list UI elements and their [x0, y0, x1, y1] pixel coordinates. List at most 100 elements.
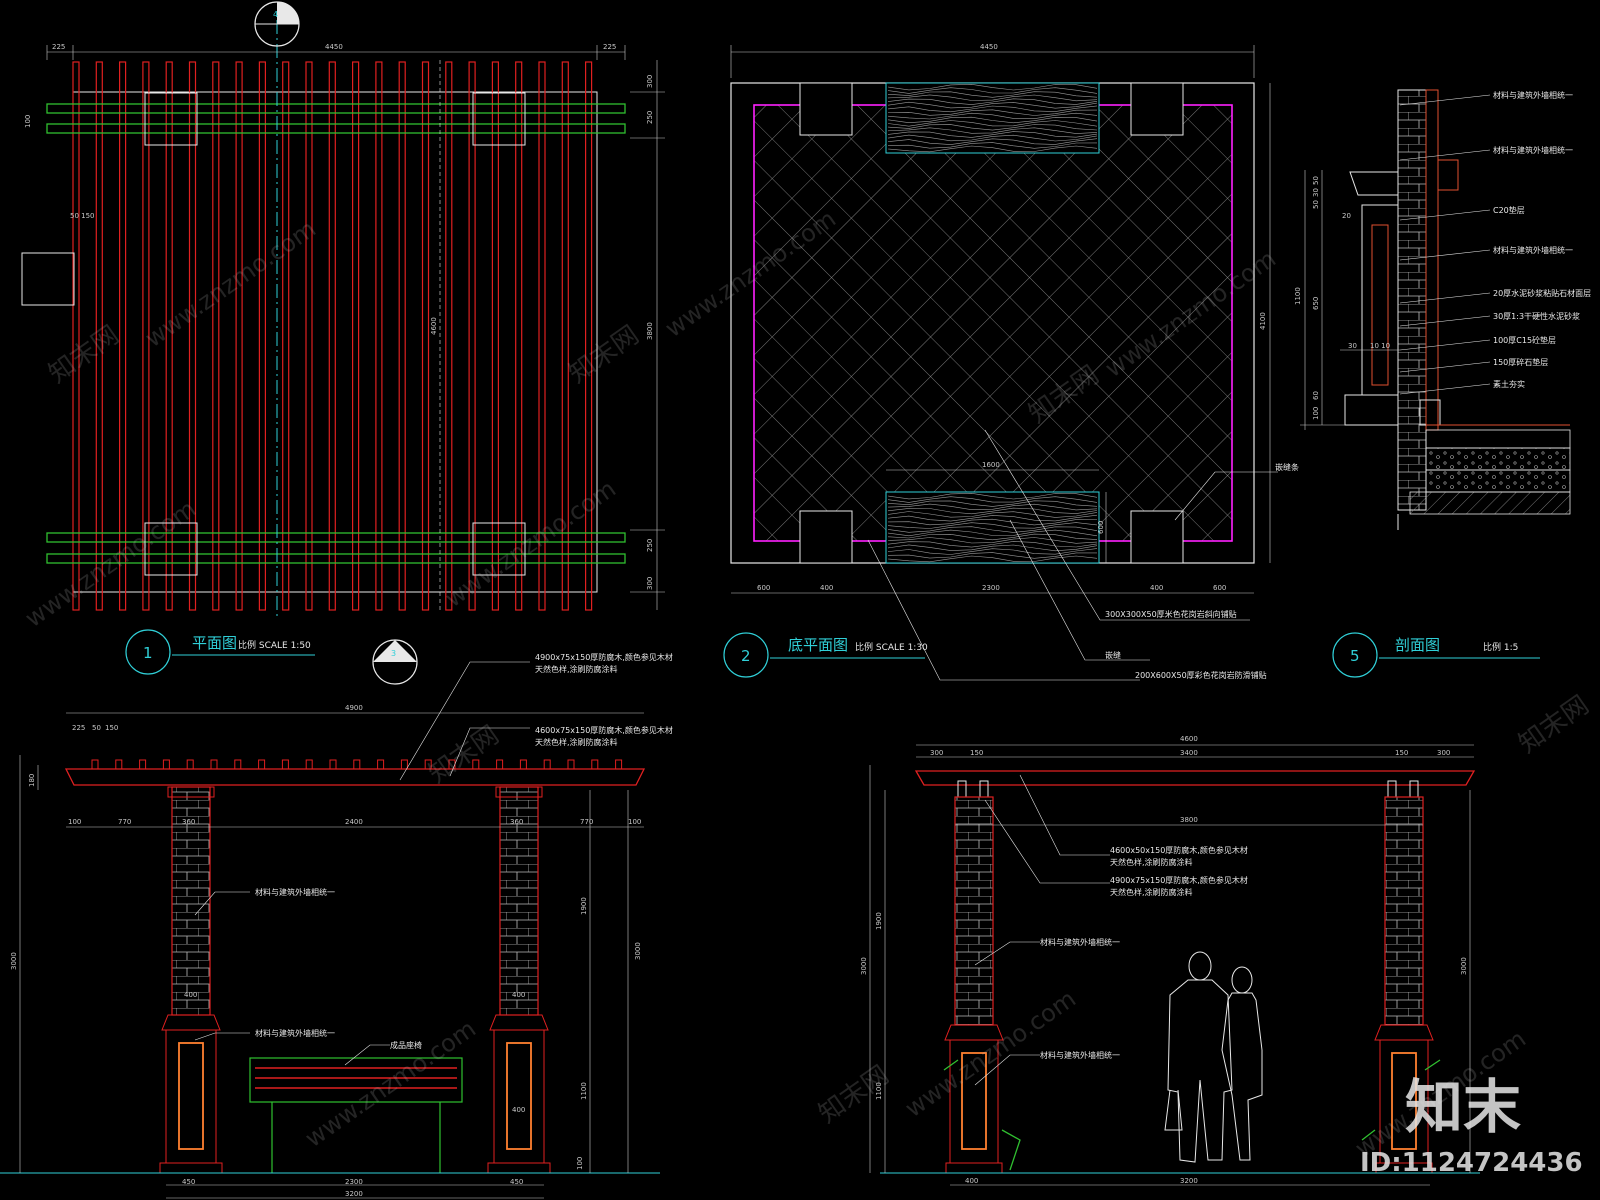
front-slat-end — [353, 759, 361, 770]
front-note-col: 材料与建筑外墙相统一 — [255, 887, 335, 897]
wood-grain-line — [887, 518, 1098, 526]
section-leader — [1399, 249, 1491, 261]
front-slat-end — [91, 759, 99, 770]
wood-grain-line — [887, 98, 1098, 105]
plan-slat — [584, 61, 593, 611]
section-leader — [1399, 94, 1491, 106]
section-note: 100厚C15砼垫层 — [1493, 335, 1556, 345]
front-slat-end — [281, 759, 289, 770]
front-dim-right-off: 100 — [628, 818, 641, 826]
wood-grain-line — [887, 544, 1098, 552]
front-slat-end — [400, 759, 408, 770]
side-dim-upper-h: 1900 — [875, 912, 883, 930]
section-leader — [1399, 339, 1491, 351]
wood-grain-line — [887, 124, 1098, 131]
side-dim-lower-h: 1100 — [875, 1082, 883, 1100]
front-slat-end — [615, 759, 623, 770]
front-note-top2: 4600x75x150厚防腐木,颜色参见木材 — [535, 725, 673, 735]
section-note: 30厚1:3干硬性水泥砂浆 — [1493, 311, 1580, 321]
wood-grain-line — [887, 514, 1098, 522]
section-note: 材料与建筑外墙相统一 — [1493, 90, 1573, 100]
plan-view-scale: 比例 SCALE 1:50 — [238, 639, 311, 651]
plan-view-number: 1 — [143, 644, 153, 662]
section-dim-w2: 10 10 — [1370, 342, 1390, 350]
plan-slat — [142, 61, 150, 611]
wood-grain-line — [887, 522, 1098, 529]
front-dim-span: 2400 — [345, 818, 363, 826]
front-dim-bottom: 3200 — [345, 1190, 363, 1198]
plan-slat — [212, 61, 220, 611]
side-note-1b: 天然色样,涂刷防腐涂料 — [1110, 857, 1193, 867]
front-slat-end — [424, 759, 432, 770]
plan-slat — [188, 61, 197, 611]
plan-dim-r4: 300 — [646, 577, 654, 590]
front-dim-col-base-right2: 400 — [512, 1106, 525, 1114]
ceiling-note-4: 嵌缝条 — [1275, 462, 1299, 472]
front-dim-lower-h: 1100 — [580, 1082, 588, 1100]
wood-grain — [887, 83, 1098, 563]
front-slat-end — [567, 759, 575, 770]
bench — [249, 1057, 463, 1173]
ceiling-note-2: 嵌缝 — [1105, 650, 1121, 660]
front-dim-225: 225 — [72, 724, 85, 732]
front-dim-mid-w: 2300 — [345, 1178, 363, 1186]
wood-grain-line — [887, 496, 1098, 503]
section-leader — [1399, 292, 1491, 304]
front-dim-total-h: 3000 — [10, 952, 18, 970]
plan-dim-r1: 300 — [646, 75, 654, 88]
ceiling-dim-top: 4450 — [980, 43, 998, 51]
front-slat-end — [258, 759, 266, 770]
section-dim-h4: 100 — [1312, 407, 1320, 420]
plan-dim-side: 100 — [24, 115, 32, 128]
svg-text:3: 3 — [391, 649, 396, 658]
wood-grain-line — [887, 507, 1098, 515]
wood-grain-line — [887, 511, 1098, 518]
plan-slat — [468, 61, 476, 611]
wood-grain-line — [887, 529, 1098, 537]
front-dim-beam-h: 180 — [28, 774, 36, 787]
wood-grain-line — [887, 548, 1098, 555]
section-notes: 材料与建筑外墙相统一材料与建筑外墙相统一C20垫层材料与建筑外墙相统一20厚水泥… — [1399, 90, 1591, 395]
plan-dim-r2: 250 — [646, 111, 654, 124]
ceiling-view-title: 底平面图 — [788, 636, 848, 654]
front-dim-base-w-left: 450 — [182, 1178, 195, 1186]
ceiling-view-scale: 比例 SCALE 1:30 — [855, 641, 928, 653]
wood-grain-line — [887, 112, 1098, 120]
section-dim-h2: 650 — [1312, 297, 1320, 310]
section-view-scale: 比例 1:5 — [1483, 641, 1518, 653]
side-elevation: 4600 300 150 3400 150 300 3800 3000 1900… — [860, 735, 1480, 1186]
plan-slat — [72, 61, 80, 611]
front-dim-total-h2: 3000 — [634, 942, 642, 960]
plan-slat — [561, 61, 569, 611]
side-note-col: 材料与建筑外墙相统一 — [1040, 937, 1120, 947]
section-note: C20垫层 — [1493, 205, 1525, 215]
ceiling-plan-view: 4450 4100 1600 600 600 400 2300 400 600 … — [723, 43, 1299, 681]
plan-slat — [328, 61, 336, 611]
front-slat-end — [162, 759, 170, 770]
section-leader — [1399, 315, 1491, 327]
front-dim-upper-h: 1900 — [580, 897, 588, 915]
side-note-2b: 天然色样,涂刷防腐涂料 — [1110, 887, 1193, 897]
section-dim-h1: 1100 — [1294, 287, 1302, 305]
plan-view: 4 225 4450 225 4600 3800 300 250 250 300… — [21, 1, 665, 685]
front-slat-end — [472, 759, 480, 770]
plan-top-dims — [46, 45, 665, 610]
ceiling-dim-b3: 2300 — [982, 584, 1000, 592]
ceiling-title: 2 底平面图 比例 SCALE 1:30 — [723, 632, 928, 678]
front-dim-base: 100 — [576, 1157, 584, 1170]
plan-slat — [165, 61, 173, 611]
wood-grain-line — [887, 83, 1098, 91]
side-note-base: 材料与建筑外墙相统一 — [1040, 1050, 1120, 1060]
front-columns — [159, 786, 551, 1174]
front-dim-50: 50 — [92, 724, 101, 732]
ceiling-columns — [799, 82, 1184, 564]
plan-title: 1 平面图 比例 SCALE 1:50 — [125, 629, 315, 675]
front-note-top1b: 天然色样,涂刷防腐涂料 — [535, 664, 618, 674]
plan-dim-right-total: 3800 — [646, 322, 654, 340]
wood-grain-line — [887, 101, 1098, 109]
section-note: 材料与建筑外墙相统一 — [1493, 245, 1573, 255]
section-dim-d1: 50 — [1312, 176, 1320, 185]
plan-slat — [398, 61, 406, 611]
plan-slat — [258, 61, 266, 611]
section-note: 20厚水泥砂浆粘贴石材面层 — [1493, 288, 1591, 298]
